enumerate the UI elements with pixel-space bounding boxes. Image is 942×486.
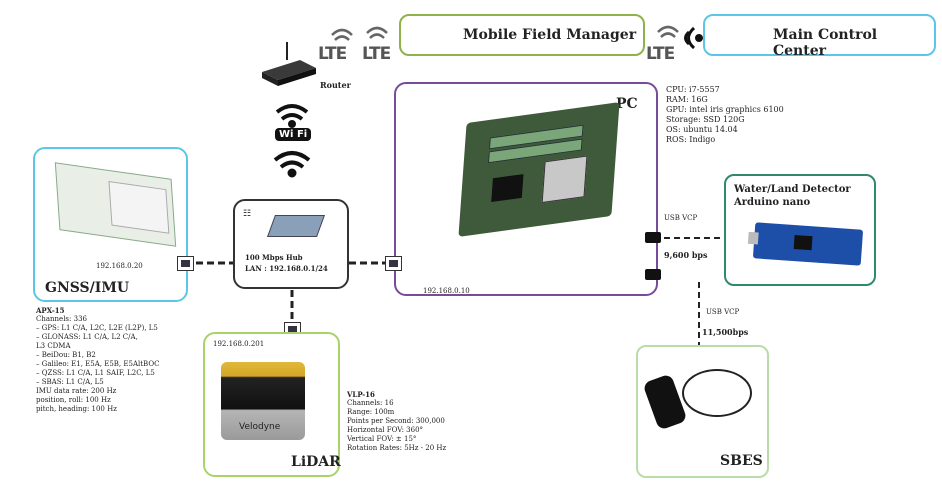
gnss-label: GNSS/IMU <box>45 280 130 296</box>
usb-vcp-label-1: USB VCP <box>664 214 698 222</box>
lidar-spec-vfov: Vertical FOV: ± 15° <box>347 435 417 443</box>
ethernet-port-icon <box>177 256 194 271</box>
lidar-spec-points: Points per Second: 300,000 <box>347 417 445 425</box>
hub-box: ☷ 100 Mbps Hub LAN : 192.168.0.1/24 <box>233 199 349 289</box>
sbes-box: SBES <box>636 345 769 478</box>
gnss-spec-channels: Channels: 336 <box>36 315 87 323</box>
pc-specs: CPU: i7-5557 RAM: 16G GPU: intel iris gr… <box>666 85 784 145</box>
gnss-spec-gps: – GPS: L1 C/A, L2C, L2E (L2P), L5 <box>36 324 158 332</box>
lte-label-1: LTE <box>318 44 347 64</box>
lidar-label: LiDAR <box>291 454 341 470</box>
hub-lan-label: LAN : 192.168.0.1/24 <box>245 264 328 273</box>
water-land-detector-box: Water/Land Detector Arduino nano <box>724 174 876 286</box>
pc-box: PC 192.168.0.10 <box>394 82 658 296</box>
signal-icon-3 <box>657 25 679 38</box>
gnss-spec-glonass: – GLONASS: L1 C/A, L2 C/A, <box>36 333 138 341</box>
mobile-field-manager-label: Mobile Field Manager <box>463 27 637 43</box>
sbes-label: SBES <box>720 453 763 469</box>
main-control-center-label: Main Control Center <box>773 27 878 59</box>
wifi-icon-lower <box>273 151 311 178</box>
ethernet-port-icon-pc <box>385 256 402 271</box>
arduino-board-image <box>747 222 864 266</box>
router-label: Router <box>320 80 351 90</box>
lte-label-3: LTE <box>646 44 675 64</box>
lidar-sensor-image: Velodyne <box>221 362 305 440</box>
pc-spec-ros: ROS: Indigo <box>666 135 716 144</box>
lte-label-2: LTE <box>362 44 391 64</box>
usb-icon <box>645 232 661 243</box>
gnss-spec-glonass-2: L3 CDMA <box>36 342 71 350</box>
lidar-specs: VLP-16 Channels: 16 Range: 100m Points p… <box>347 390 446 453</box>
lidar-brand-label: Velodyne <box>239 422 281 432</box>
gnss-spec-beidou: – BeiDou: B1, B2 <box>36 351 96 359</box>
pc-spec-ram: RAM: 16G <box>666 95 708 104</box>
mobile-field-manager-box: Mobile Field Manager <box>399 14 645 56</box>
pc-board-image <box>458 102 620 237</box>
pc-label: PC <box>616 96 638 112</box>
gnss-spec-galileo: – Galileo: E1, E5A, E5B, E5AltBOC <box>36 360 160 368</box>
usb-icon-2 <box>645 269 661 280</box>
usb-baud-label-1: 9,600 bps <box>664 250 708 260</box>
gnss-spec-sbas: – SBAS: L1 C/A, L5 <box>36 378 104 386</box>
usb-vcp-label-2: USB VCP <box>706 308 740 316</box>
gnss-imu-box: GNSS/IMU <box>33 147 188 302</box>
sbes-cable-image <box>682 369 752 417</box>
pc-spec-cpu: CPU: i7-5557 <box>666 85 720 94</box>
pc-spec-gpu: GPU: intel iris graphics 6100 <box>666 105 784 114</box>
lidar-box: 192.168.0.201 Velodyne LiDAR <box>203 332 341 477</box>
signal-icon-2 <box>366 26 388 39</box>
pc-spec-os: OS: ubuntu 14.04 <box>666 125 738 134</box>
gnss-spec-imu-rate: IMU data rate: 200 Hz <box>36 387 117 395</box>
gnss-board-image <box>54 162 177 247</box>
lidar-spec-range: Range: 100m <box>347 408 395 416</box>
signal-icon-1 <box>331 28 353 41</box>
wifi-icon <box>275 104 309 128</box>
lidar-spec-channels: Channels: 16 <box>347 399 394 407</box>
water-land-label: Water/Land Detector <box>734 184 851 195</box>
lidar-spec-rotation: Rotation Rates: 5Hz - 20 Hz <box>347 444 447 452</box>
pc-spec-storage: Storage: SSD 120G <box>666 115 745 124</box>
gnss-ip: 192.168.0.20 <box>96 262 143 270</box>
main-control-center-box: Main Control Center <box>703 14 936 59</box>
router-icon <box>262 42 316 86</box>
signal-icon-4 <box>684 26 703 50</box>
arduino-label: Arduino nano <box>734 197 811 208</box>
lidar-ip: 192.168.0.201 <box>213 340 265 348</box>
wifi-badge: Wi Fi <box>275 128 312 141</box>
gnss-specs: APX-15 Channels: 336 – GPS: L1 C/A, L2C,… <box>36 306 159 414</box>
hub-label: 100 Mbps Hub <box>245 253 303 262</box>
lidar-spec-hfov: Horizontal FOV: 360° <box>347 426 424 434</box>
gnss-spec-pitch: pitch, heading: 100 Hz <box>36 405 117 413</box>
lan-icon: ☷ <box>243 209 252 219</box>
gnss-spec-position: position, roll: 100 Hz <box>36 396 111 404</box>
gnss-spec-qzss: – QZSS: L1 C/A, L1 SAIF, L2C, L5 <box>36 369 155 377</box>
gnss-spec-model: APX-15 <box>36 306 65 315</box>
lidar-spec-model: VLP-16 <box>347 390 375 399</box>
pc-ip: 192.168.0.10 <box>423 287 470 295</box>
usb-baud-label-2: 11,500bps <box>702 327 749 337</box>
hub-icon <box>266 215 326 237</box>
sbes-sensor-image <box>642 373 688 431</box>
